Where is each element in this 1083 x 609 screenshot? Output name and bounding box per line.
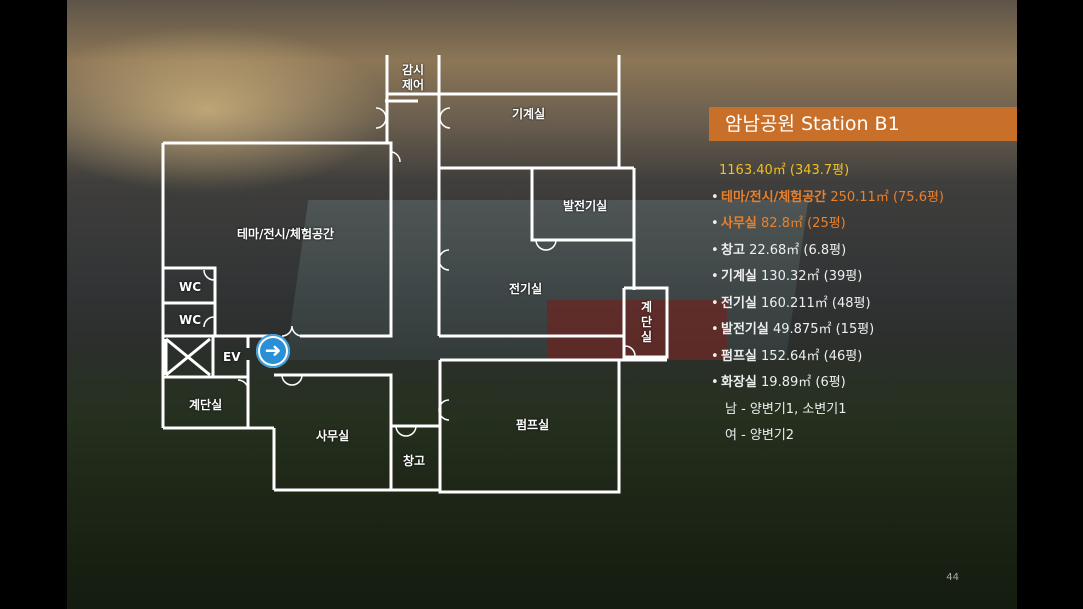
area-item-value: 82.8㎡ (25평) [761,216,846,231]
area-item-name: 창고 [721,242,745,258]
total-area: 1163.40㎡ (343.7평) [719,163,850,178]
area-item: •사무실 82.8㎡ (25평) [711,211,944,238]
bullet-icon: • [711,242,719,258]
area-item-value: 19.89㎡ (6평) [761,375,846,390]
toilet-note-male: 남 - 양변기1, 소변기1 [725,401,847,417]
area-item: •발전기실 49.875㎡ (15평) [711,317,944,344]
area-item: •창고 22.68㎡ (6.8평) [711,238,944,265]
monitor-text: 감시 [402,63,425,77]
floor-plan [161,55,669,494]
room-theme-label: 테마/전시/체험공간 [237,227,335,241]
room-storage-label: 창고 [403,454,426,468]
bullet-icon: • [711,322,719,337]
area-item-name: 펌프실 [721,348,757,364]
stairs-text-2: 단 [641,315,653,329]
arrow-right-icon: ➜ [260,338,286,364]
background-building-red-block [547,300,727,360]
area-item: •테마/전시/체험공간 250.11㎡ (75.6평) [711,185,944,212]
bullet-icon: • [711,295,719,311]
area-item-value: 49.875㎡ (15평) [772,322,875,337]
area-item: •펌프실 152.64㎡ (46평) [711,344,944,371]
area-item: •화장실 19.89㎡ (6평) [711,370,944,397]
area-item-value: 250.11㎡ (75.6평) [830,189,944,205]
area-item: •기계실 130.32㎡ (39평) [711,264,944,291]
slide-title: 암남공원 Station B1 [709,107,1017,141]
room-office-label: 사무실 [316,429,350,443]
area-item-name: 기계실 [721,269,757,284]
stairs-text-1: 계 [641,300,653,314]
room-stairs-left-label: 계단실 [189,398,223,412]
room-wc1-label: WC [179,280,202,294]
room-wc2-label: WC [179,313,202,327]
room-generator-label: 발전기실 [563,199,608,213]
area-item-name: 화장실 [721,375,757,390]
bullet-icon: • [711,348,719,364]
area-item-value: 160.211㎡ (48평) [761,295,871,311]
area-item-value: 22.68㎡ (6.8평) [749,242,847,258]
area-item-name: 발전기실 [721,322,769,337]
bullet-icon: • [711,216,719,231]
area-item-name: 테마/전시/체험공간 [721,189,827,205]
area-item-name: 전기실 [721,295,757,311]
room-machine-label: 기계실 [512,107,546,121]
stairs-text-3: 실 [641,330,653,344]
bullet-icon: • [711,189,719,205]
room-ev-label: EV [223,350,241,364]
bullet-icon: • [711,375,719,390]
toilet-note-female: 여 - 양변기2 [725,428,795,443]
page-number: 44 [946,572,959,583]
area-item-value: 152.64㎡ (46평) [761,348,863,364]
area-item: •전기실 160.211㎡ (48평) [711,291,944,318]
room-pump-label: 펌프실 [516,418,550,432]
area-item-value: 130.32㎡ (39평) [761,269,863,284]
room-electric-label: 전기실 [509,282,543,296]
area-list: 1163.40㎡ (343.7평) •테마/전시/체험공간 250.11㎡ (7… [711,158,944,450]
bullet-icon: • [711,269,719,284]
area-item-name: 사무실 [721,216,757,231]
entrance-marker: ➜ [256,334,290,368]
control-text: 제어 [402,78,425,92]
